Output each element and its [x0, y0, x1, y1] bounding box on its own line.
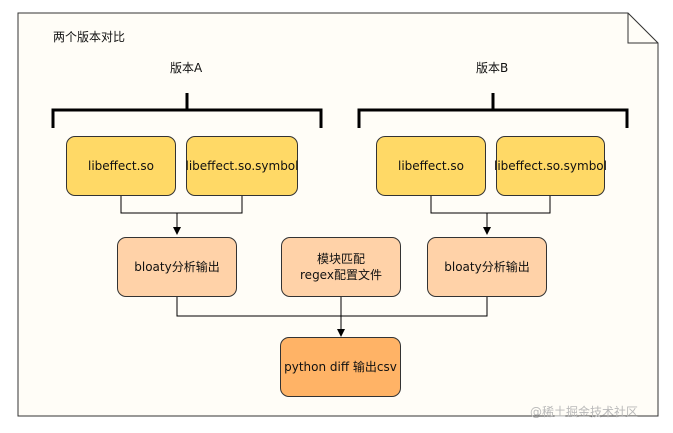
- version-b-symbol-box: libeffect.so.symbol: [494, 136, 607, 196]
- version-b-label: 版本B: [476, 61, 509, 75]
- brace-version-a: [51, 93, 323, 128]
- version-a-label: 版本A: [170, 61, 203, 75]
- version-b-bloaty-output: bloaty分析输出: [427, 237, 547, 297]
- diagram-title: 两个版本对比: [53, 30, 126, 44]
- version-a-symbol-box: libeffect.so.symbol: [186, 136, 298, 196]
- version-a-bloaty-output: bloaty分析输出: [117, 237, 237, 297]
- note-fold: [627, 13, 658, 44]
- regex-config-box: 模块匹配 regex配置文件: [281, 237, 401, 297]
- regex-config-line2: regex配置文件: [300, 268, 382, 282]
- connector-b-files: [430, 196, 551, 234]
- brace-version-b: [357, 93, 629, 128]
- note-frame: [17, 12, 659, 417]
- version-b-lib-box: libeffect.so: [376, 136, 486, 196]
- connector-merge: [176, 297, 488, 336]
- python-diff-output: python diff 输出csv: [280, 337, 401, 397]
- regex-config-line1: 模块匹配: [316, 252, 365, 266]
- connector-a-files: [120, 196, 243, 234]
- version-a-lib-box: libeffect.so: [66, 136, 176, 196]
- watermark: @稀土掘金技术社区: [530, 405, 639, 419]
